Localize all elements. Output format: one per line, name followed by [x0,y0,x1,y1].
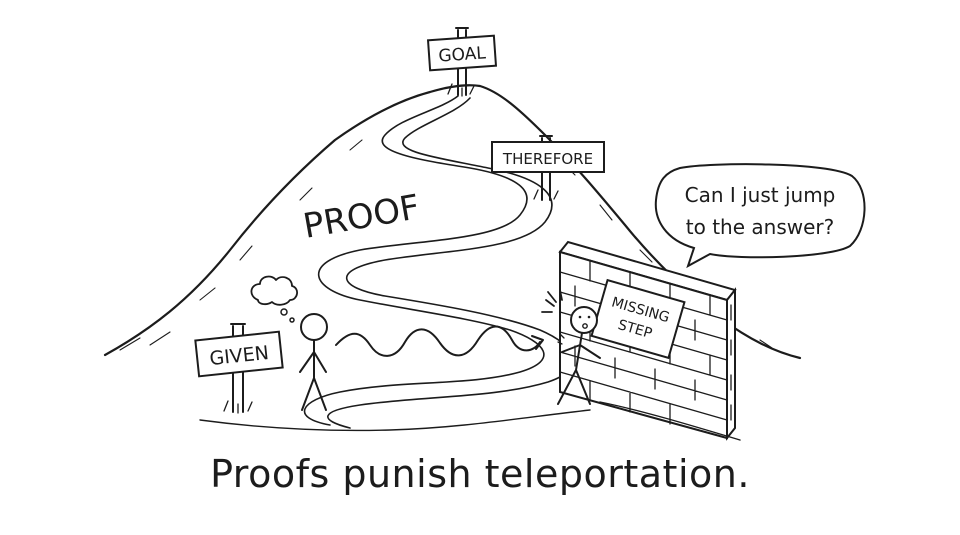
goal-sign-label: GOAL [438,43,487,66]
given-sign: GIVEN [194,323,284,414]
standing-stick-figure [299,313,328,411]
caption: Proofs punish teleportation. [210,452,750,496]
thought-cloud [250,275,298,323]
speech-bubble-line2: to the answer? [686,215,834,239]
jump-arrow-head [531,335,544,350]
speech-bubble: Can I just jump to the answer? [654,163,866,269]
mountain-label: PROOF [300,187,422,247]
missing-step-sign: MISSING STEP [590,278,686,360]
impact-burst-icon [541,289,563,313]
therefore-sign: THEREFORE [491,135,605,201]
speech-bubble-line1: Can I just jump [685,183,836,207]
goal-sign: GOAL [426,27,498,97]
crashing-stick-figure [541,289,601,405]
ground-line [199,409,591,432]
winding-path [303,95,545,426]
winding-path-edge [327,97,575,429]
jump-wave [335,325,541,357]
therefore-sign-label: THEREFORE [502,150,593,168]
